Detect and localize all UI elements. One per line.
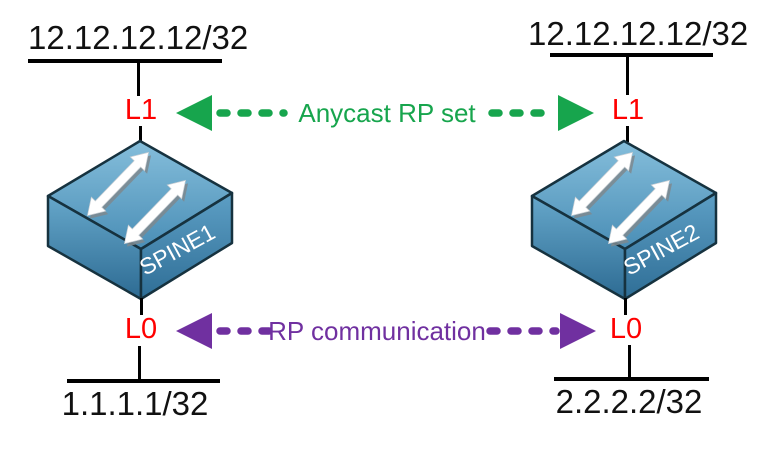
switch-crossing-arrows-icon xyxy=(86,151,189,247)
spine2-switch-icon: SPINE2 xyxy=(530,139,718,301)
l0-network-right-label: 2.2.2.2/32 xyxy=(555,383,703,420)
l0-network-left-label: 1.1.1.1/32 xyxy=(61,385,209,422)
l1-right-connector xyxy=(626,126,629,142)
anycast-arrowhead-left-icon xyxy=(176,95,212,131)
l0-network-left-bar xyxy=(67,379,220,383)
switch-right-face xyxy=(139,191,234,301)
anycast-network-right-bar xyxy=(550,53,713,57)
l1-left-connector xyxy=(139,126,142,142)
interface-l0-right-label: L0 xyxy=(609,313,643,345)
interface-l0-left-label: L0 xyxy=(124,313,158,345)
rp-arrowhead-right-icon xyxy=(560,313,596,349)
l0-network-right-stub xyxy=(628,345,631,378)
l0-network-left-stub xyxy=(138,346,141,380)
switch-crossing-arrows-icon xyxy=(570,151,673,247)
anycast-network-left-stub xyxy=(137,62,140,96)
rp-link-arrow: RP communication xyxy=(176,313,596,349)
anycast-arrowhead-right-icon xyxy=(558,95,594,131)
rp-arrowhead-left-icon xyxy=(176,313,212,349)
l0-left-connector xyxy=(140,298,143,315)
rp-link-label: RP communication xyxy=(268,316,486,346)
spine1-switch-icon: SPINE1 xyxy=(46,139,234,301)
switch-right-face xyxy=(623,191,718,301)
anycast-link-arrow: Anycast RP set xyxy=(176,95,594,131)
anycast-network-left-bar xyxy=(28,59,222,63)
anycast-network-right-label: 12.12.12.12/32 xyxy=(528,15,749,52)
anycast-network-right-stub xyxy=(626,56,629,95)
interface-l1-right-label: L1 xyxy=(611,94,645,126)
l0-network-right-bar xyxy=(554,377,709,381)
l0-right-connector xyxy=(624,298,627,315)
anycast-link-label: Anycast RP set xyxy=(298,98,476,128)
interface-l1-left-label: L1 xyxy=(124,94,158,126)
anycast-network-left-label: 12.12.12.12/32 xyxy=(28,19,249,56)
